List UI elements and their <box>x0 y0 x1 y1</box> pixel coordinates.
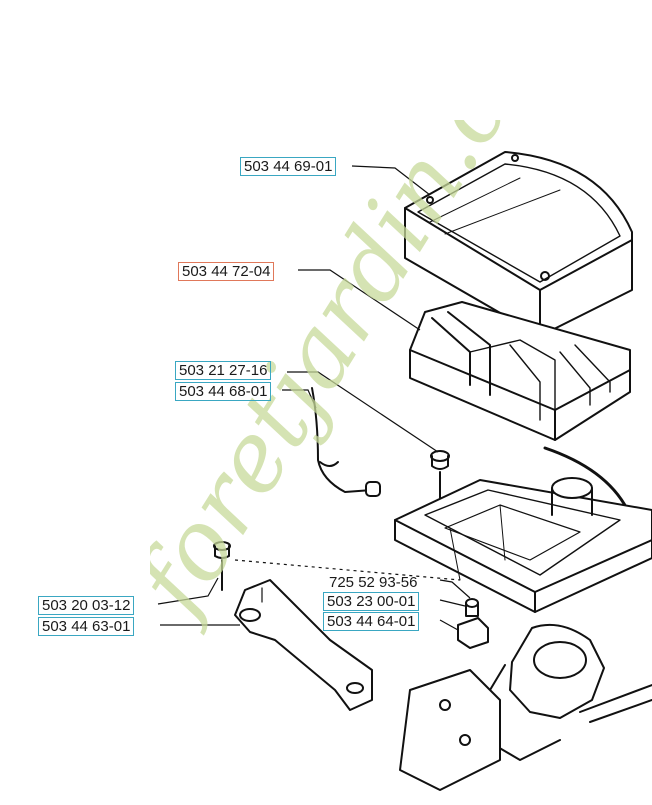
part-number: 503 44 68-01 <box>179 383 268 400</box>
part-number: 503 23 00-01 <box>327 593 416 610</box>
part-number: 503 44 63-01 <box>42 618 131 635</box>
part-number: 503 21 27-16 <box>179 362 268 379</box>
carburetor-drawing <box>399 623 652 791</box>
air-filter-drawing <box>409 301 631 441</box>
part-number: 725 52 93-56 <box>329 574 418 591</box>
part-number: 503 20 03-12 <box>42 597 131 614</box>
bracket-drawing <box>213 541 373 711</box>
part-label-clamp[interactable]: 503 44 64-01 <box>323 612 420 631</box>
part-label-wire-clip[interactable]: 503 44 68-01 <box>175 382 272 401</box>
part-label-screw-b[interactable]: 503 20 03-12 <box>38 596 135 615</box>
part-number: 503 44 72-04 <box>182 263 271 280</box>
part-label-air-filter[interactable]: 503 44 72-04 <box>178 262 275 281</box>
part-label-screw-a[interactable]: 503 21 27-16 <box>175 361 272 380</box>
air-filter-cover-drawing <box>404 151 633 337</box>
filter-base-drawing <box>394 477 652 613</box>
part-label-nut[interactable]: 725 52 93-56 <box>325 573 421 592</box>
wire-clip-drawing <box>311 387 381 497</box>
part-label-bracket[interactable]: 503 44 63-01 <box>38 617 135 636</box>
part-label-air-filter-cover[interactable]: 503 44 69-01 <box>240 157 337 176</box>
part-label-washer[interactable]: 503 23 00-01 <box>323 592 420 611</box>
part-number: 503 44 64-01 <box>327 613 416 630</box>
part-number: 503 44 69-01 <box>244 158 333 175</box>
clamp-drawing <box>457 598 489 649</box>
screw-drawing <box>430 450 450 499</box>
leader-lines <box>157 165 471 631</box>
